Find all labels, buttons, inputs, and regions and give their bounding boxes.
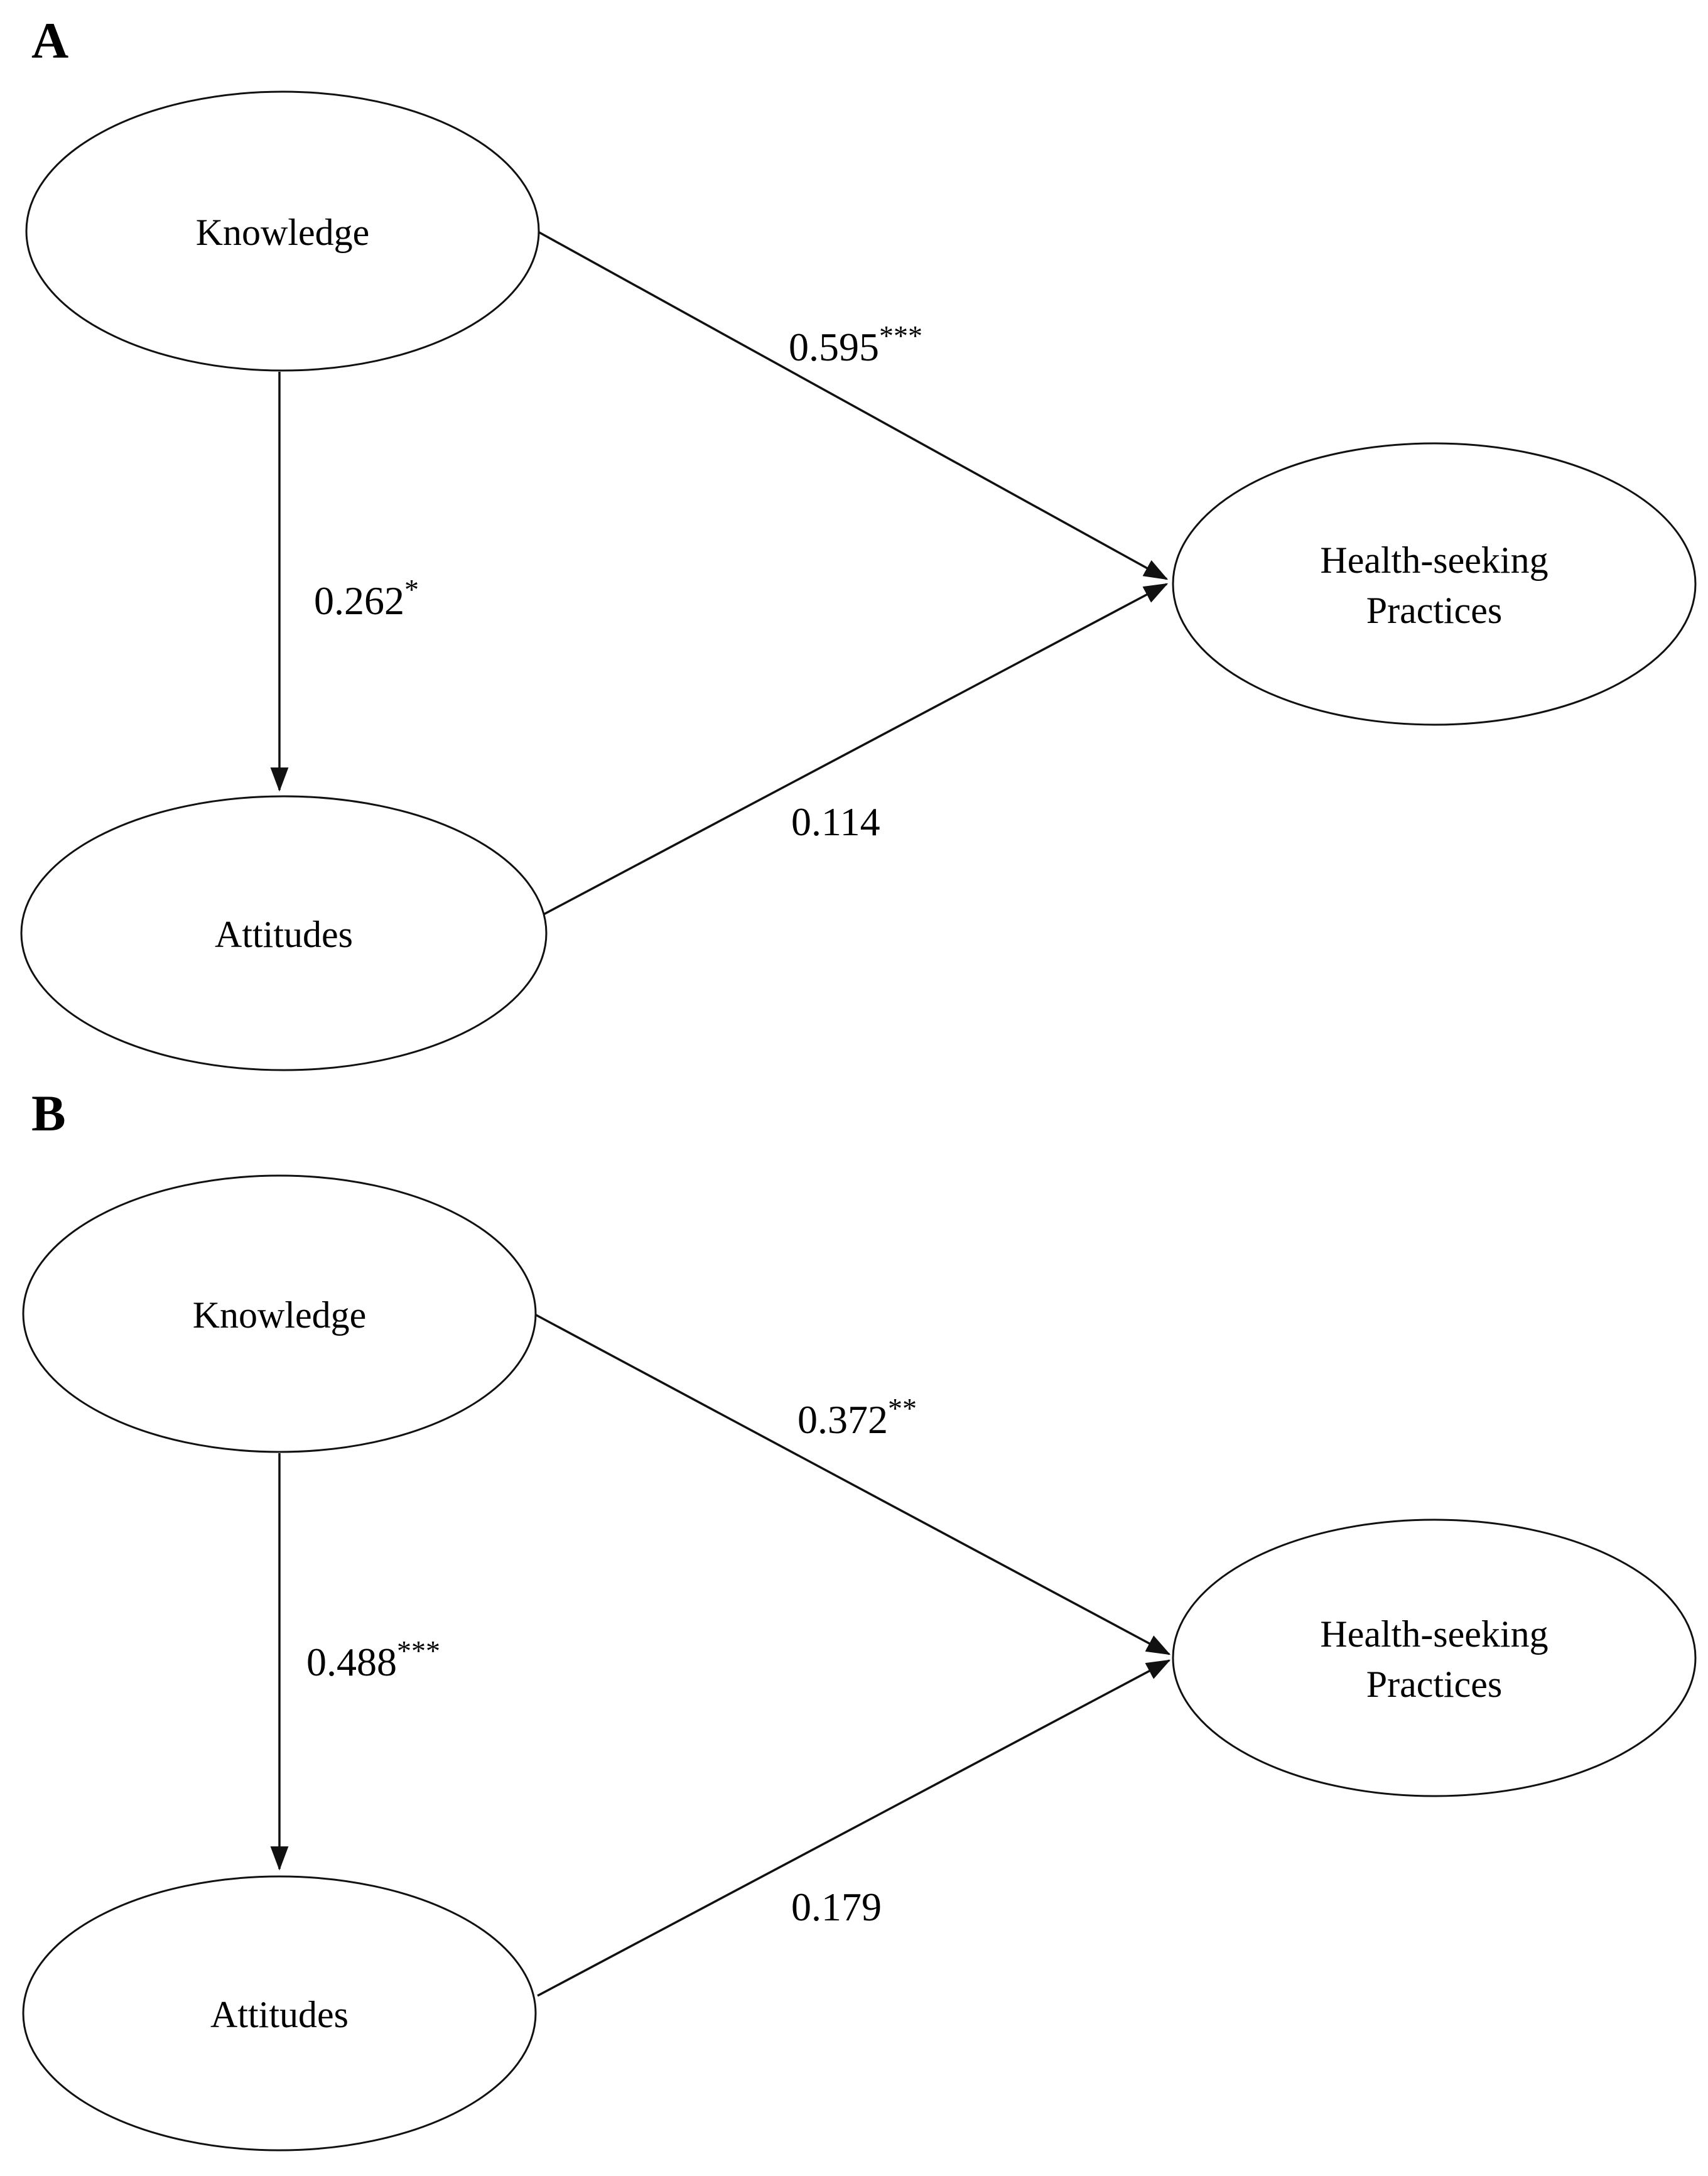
practices-node-a: [1172, 442, 1697, 726]
panel-a-letter: A: [31, 12, 68, 69]
coef-knowledge-attitudes-b: 0.488***: [306, 1635, 440, 1684]
arrow-knowledge-to-practices-a: [536, 230, 1169, 580]
coef-value: 0.595: [789, 325, 879, 369]
coef-knowledge-practices-b: 0.372**: [797, 1392, 917, 1442]
panel-a: A Knowledge Attitudes Health-seeking Pra…: [20, 12, 1697, 1071]
arrow-knowledge-to-practices-b: [533, 1313, 1171, 1655]
arrow-attitudes-to-practices-b: [537, 1659, 1171, 1997]
panel-b-letter: B: [31, 1085, 66, 1142]
coef-attitudes-practices-b: 0.179: [791, 1885, 882, 1929]
coef-stars: ***: [879, 320, 922, 352]
attitudes-label-b: Attitudes: [210, 1994, 349, 2035]
arrow-attitudes-to-practices-a: [541, 583, 1169, 917]
knowledge-node-b: [22, 1174, 537, 1453]
coef-stars: **: [888, 1392, 917, 1424]
practices-label-line2-a: Practices: [1366, 590, 1503, 631]
coef-value: 0.114: [791, 799, 880, 844]
coef-knowledge-practices-a: 0.595***: [789, 320, 922, 369]
knowledge-label-a: Knowledge: [196, 212, 370, 253]
practices-node-b: [1172, 1518, 1697, 1797]
attitudes-node-b: [22, 1875, 537, 2152]
attitudes-node-a: [20, 795, 548, 1071]
practices-label-line1-a: Health-seeking: [1320, 539, 1548, 581]
knowledge-label-b: Knowledge: [193, 1294, 367, 1336]
practices-label-line2-b: Practices: [1366, 1664, 1503, 1705]
coef-value: 0.262: [314, 578, 404, 623]
coef-knowledge-attitudes-a: 0.262*: [314, 573, 419, 623]
knowledge-node-a: [25, 90, 540, 372]
attitudes-label-a: Attitudes: [215, 914, 353, 955]
panel-b: B Knowledge Attitudes Health-seeking Pra…: [22, 1085, 1697, 2152]
coef-attitudes-practices-a: 0.114: [791, 799, 880, 844]
practices-label-line1-b: Health-seeking: [1320, 1613, 1548, 1655]
coef-stars: ***: [397, 1635, 440, 1667]
coef-value: 0.179: [791, 1885, 882, 1929]
coef-value: 0.372: [797, 1397, 888, 1442]
coef-stars: *: [404, 573, 419, 605]
coef-value: 0.488: [306, 1640, 397, 1684]
